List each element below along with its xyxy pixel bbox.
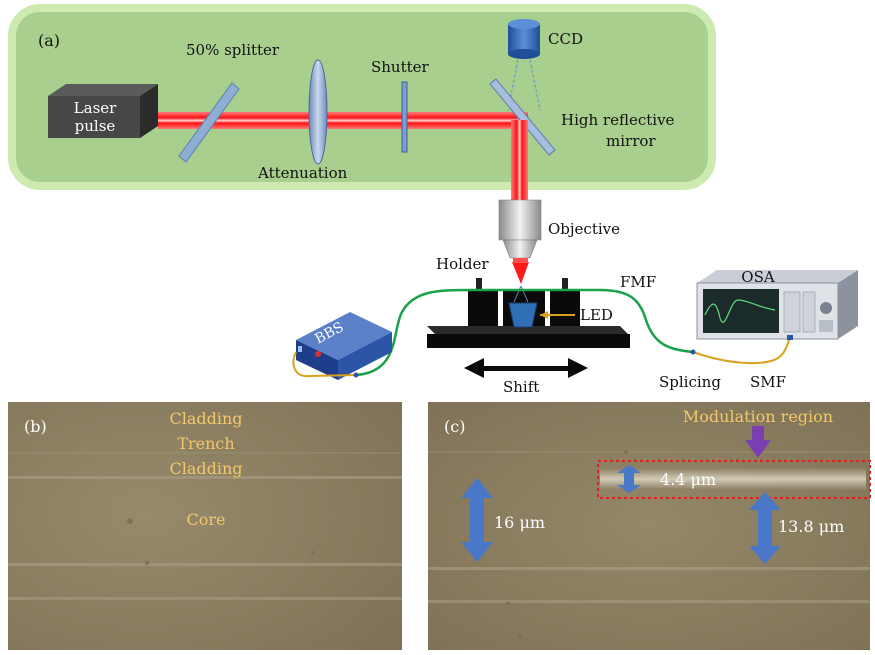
shutter	[401, 81, 408, 153]
mirror-label-line2: mirror	[606, 132, 656, 150]
modulation-region-label: Modulation region	[683, 407, 833, 426]
micrograph-c	[428, 402, 870, 650]
mirror-label-line1: High reflective	[561, 111, 675, 129]
fmf-fiber	[355, 288, 694, 377]
dim-13-8-label: 13.8 μm	[778, 517, 844, 536]
smf-fiber	[692, 337, 791, 365]
dim-arrow-13-8	[749, 492, 781, 564]
bbs-splice-point	[353, 372, 359, 378]
laser-label-line2: pulse	[75, 117, 116, 135]
objective-lens	[498, 199, 542, 259]
dim-arrow-4-4	[617, 465, 641, 493]
shift-label: Shift	[503, 378, 539, 396]
cladding-top-label: Cladding	[169, 409, 242, 428]
led-label: LED	[580, 306, 613, 324]
irradiation-line-2	[520, 285, 529, 303]
panel-a-label: (a)	[38, 31, 60, 50]
modulation-region-box	[597, 460, 871, 499]
modulation-arrow	[745, 426, 771, 458]
shift-arrow	[464, 358, 588, 378]
laser-label-line1: Laser	[74, 99, 117, 117]
attenuation-lens	[308, 59, 328, 165]
panel-b-label: (b)	[24, 417, 47, 436]
fiber-holder	[427, 278, 630, 348]
laser-beam-vertical	[511, 120, 528, 202]
laser-source	[48, 84, 158, 138]
panel-c-label: (c)	[444, 417, 465, 436]
dim-4-4-label: 4.4 μm	[660, 470, 716, 489]
attenuation-label: Attenuation	[257, 164, 348, 182]
cladding-mid-label: Cladding	[169, 459, 242, 478]
splicing-point	[690, 349, 696, 355]
holder-label: Holder	[436, 255, 489, 273]
osa-label: OSA	[741, 268, 775, 286]
core-label: Core	[187, 510, 226, 529]
high-reflective-mirror	[489, 78, 556, 156]
trench-label: Trench	[177, 434, 234, 453]
splicing-label: Splicing	[659, 373, 721, 391]
led-pointer-head	[540, 311, 548, 319]
ccd-view-line-right	[529, 59, 541, 111]
smf-label: SMF	[750, 373, 786, 391]
irradiation-line-1	[513, 285, 522, 303]
osa-instrument	[696, 270, 858, 340]
led	[508, 302, 538, 328]
micrograph-b	[8, 402, 402, 650]
objective-label: Objective	[548, 220, 620, 238]
focused-beam	[512, 262, 529, 284]
splitter-label: 50% splitter	[186, 41, 280, 59]
bbs-source	[296, 312, 392, 380]
ccd-camera	[508, 19, 540, 59]
laser-beam-horizontal	[158, 112, 528, 129]
fmf-label: FMF	[620, 273, 656, 291]
shutter-label: Shutter	[371, 58, 430, 76]
ccd-label: CCD	[548, 30, 583, 48]
osa-port	[787, 335, 793, 340]
focused-beam-top	[513, 258, 528, 263]
bbs-yellow-fiber	[292, 351, 357, 378]
dim-16-label: 16 μm	[494, 513, 545, 532]
dim-arrow-16	[461, 478, 493, 562]
beam-splitter	[178, 82, 240, 163]
